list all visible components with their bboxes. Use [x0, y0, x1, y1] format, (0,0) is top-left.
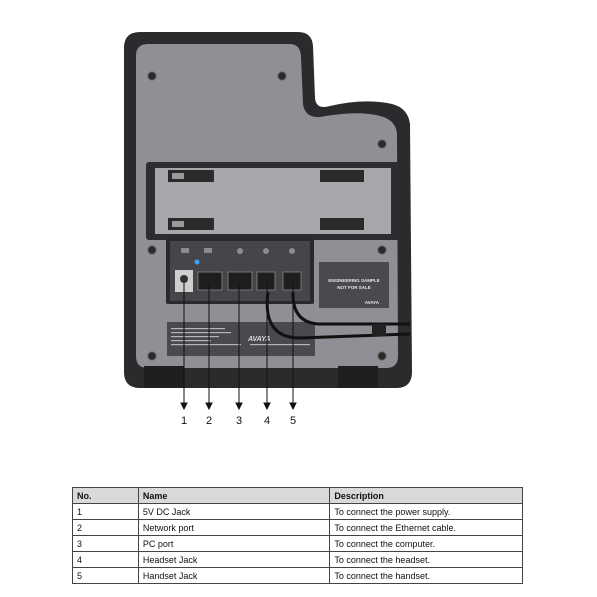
row-name: 5V DC Jack: [137, 503, 331, 520]
power-icon: [181, 248, 189, 253]
network-port: [197, 271, 223, 291]
port-icons: [181, 248, 295, 254]
table-row: 3 PC port To connect the computer.: [72, 535, 523, 552]
product-label: [167, 322, 315, 356]
foot: [338, 366, 378, 388]
handset-icon: [289, 248, 295, 254]
header-name: Name: [137, 487, 331, 504]
header-no: No.: [72, 487, 139, 504]
stand-clip: [320, 170, 364, 182]
callout-5: 5: [290, 415, 296, 427]
row-description: To connect the computer.: [329, 535, 523, 552]
port-description-table: No. Name Description 1 5V DC Jack To con…: [72, 487, 523, 584]
row-no: 4: [72, 551, 139, 568]
phone-rear-diagram: ENGINEERING SAMPLE NOT FOR SALE AVAYA AV…: [124, 32, 412, 427]
table-row: 5 Handset Jack To connect the handset.: [72, 567, 523, 584]
sticker-brand: AVAYA: [365, 300, 380, 305]
pc-port: [227, 271, 253, 291]
row-description: To connect the Ethernet cable.: [329, 519, 523, 536]
screw: [147, 71, 157, 81]
callout-1: 1: [181, 415, 187, 427]
callout-2: 2: [206, 415, 212, 427]
row-name: Headset Jack: [137, 551, 331, 568]
callout-4: 4: [264, 415, 270, 427]
screw: [377, 245, 387, 255]
table-header-row: No. Name Description: [72, 487, 523, 504]
screw: [147, 245, 157, 255]
screw: [277, 71, 287, 81]
table-row: 1 5V DC Jack To connect the power supply…: [72, 503, 523, 520]
stand-clip: [320, 218, 364, 230]
table-row: 4 Headset Jack To connect the headset.: [72, 551, 523, 568]
row-no: 3: [72, 535, 139, 552]
screw: [377, 139, 387, 149]
status-led: [194, 259, 200, 265]
engineering-sticker: [319, 262, 389, 308]
row-name: Network port: [137, 519, 331, 536]
header-description: Description: [329, 487, 523, 504]
screws: [147, 71, 387, 361]
label-brand: AVAYA: [247, 336, 270, 343]
row-description: To connect the power supply.: [329, 503, 523, 520]
network-icon: [204, 248, 212, 253]
pc-icon: [237, 248, 243, 254]
callout-arrows: [180, 283, 297, 411]
screw: [147, 351, 157, 361]
headset-icon: [263, 248, 269, 254]
label-fine-print: [171, 328, 310, 346]
row-no: 5: [72, 567, 139, 584]
headset-jack: [256, 271, 276, 291]
sticker-line1: ENGINEERING SAMPLE: [328, 278, 380, 283]
screw: [377, 351, 387, 361]
row-name: PC port: [137, 535, 331, 552]
handset-jack: [282, 271, 302, 291]
row-name: Handset Jack: [137, 567, 331, 584]
row-description: To connect the headset.: [329, 551, 523, 568]
sticker-line2: NOT FOR SALE: [337, 285, 371, 290]
table-row: 2 Network port To connect the Ethernet c…: [72, 519, 523, 536]
row-no: 1: [72, 503, 139, 520]
callout-3: 3: [236, 415, 242, 427]
row-description: To connect the handset.: [329, 567, 523, 584]
cord-clip: [372, 324, 386, 336]
foot: [144, 366, 184, 388]
row-no: 2: [72, 519, 139, 536]
